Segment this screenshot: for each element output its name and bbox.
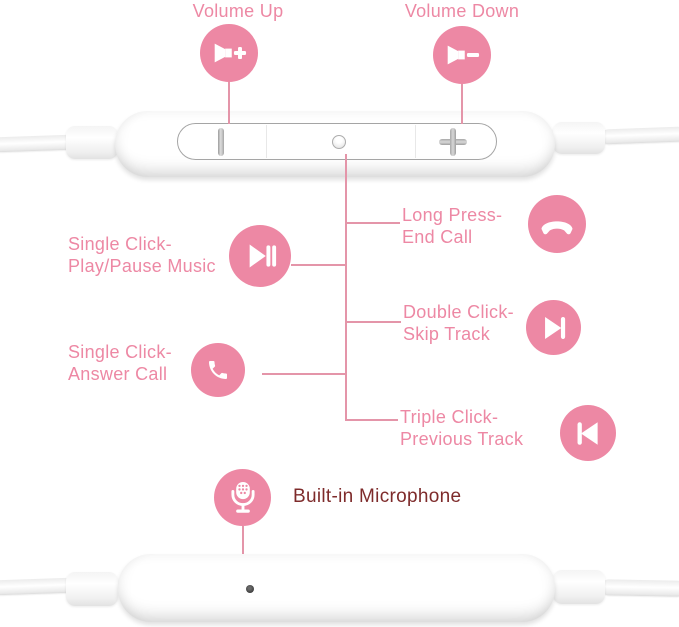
- connector-skip-track: [346, 321, 401, 323]
- callout-play-pause: Single Click- Play/Pause Music: [68, 233, 216, 277]
- microphone-icon: [214, 469, 271, 526]
- earphone-cable-right: [600, 126, 679, 145]
- speaker-minus-icon: [433, 26, 491, 84]
- cable-strain-relief-right: [553, 122, 605, 154]
- cable-strain-relief-left: [66, 126, 118, 159]
- built-in-microphone-label: Built-in Microphone: [293, 486, 462, 507]
- connector-volume-down: [461, 84, 463, 124]
- volume-up-bar-button: [218, 128, 224, 156]
- callout-play-pause-line2: Play/Pause Music: [68, 256, 216, 276]
- callout-previous-track: Triple Click- Previous Track: [400, 406, 523, 450]
- connector-center-vertical: [345, 154, 347, 421]
- callout-skip-track-line2: Skip Track: [403, 324, 491, 344]
- cable-strain-relief-left-back: [66, 572, 118, 606]
- callout-end-call-line2: End Call: [402, 227, 473, 247]
- speaker-plus-icon: [200, 24, 258, 82]
- callout-previous-track-line2: Previous Track: [400, 429, 524, 449]
- callout-play-pause-line1: Single Click-: [68, 234, 172, 254]
- volume-up-label: Volume Up: [192, 1, 284, 21]
- callout-end-call: Long Press- End Call: [402, 204, 502, 248]
- panel-divider: [415, 125, 416, 158]
- skip-next-icon: [526, 300, 581, 355]
- center-multifunction-button: [332, 135, 346, 149]
- callout-answer-call: Single Click- Answer Call: [68, 341, 172, 385]
- earphone-cable-left-back: [0, 577, 75, 596]
- callout-skip-track-line1: Double Click-: [403, 302, 514, 322]
- earphone-cable-right-back: [600, 579, 679, 597]
- answer-call-icon: [191, 343, 245, 397]
- cable-strain-relief-right-back: [553, 570, 605, 604]
- connector-volume-up: [228, 81, 230, 124]
- callout-answer-call-line2: Answer Call: [68, 364, 168, 384]
- skip-previous-icon: [560, 405, 616, 461]
- panel-divider: [266, 125, 267, 158]
- volume-down-label: Volume Down: [404, 1, 520, 21]
- callout-previous-track-line1: Triple Click-: [400, 407, 499, 427]
- connector-answer-call: [262, 373, 346, 375]
- play-pause-icon: [229, 225, 291, 287]
- remote-button-panel: [177, 123, 497, 160]
- callout-answer-call-line1: Single Click-: [68, 342, 172, 362]
- callout-end-call-line1: Long Press-: [402, 205, 503, 225]
- plus-button-vertical: [450, 128, 456, 156]
- end-call-icon: [528, 195, 586, 253]
- earphone-cable-left: [0, 134, 75, 153]
- callout-skip-track: Double Click- Skip Track: [403, 301, 514, 345]
- connector-play-pause: [291, 264, 346, 266]
- connector-end-call: [346, 222, 400, 224]
- microphone-hole: [246, 585, 254, 593]
- remote-back-body: [118, 554, 555, 622]
- connector-previous-track: [346, 419, 398, 421]
